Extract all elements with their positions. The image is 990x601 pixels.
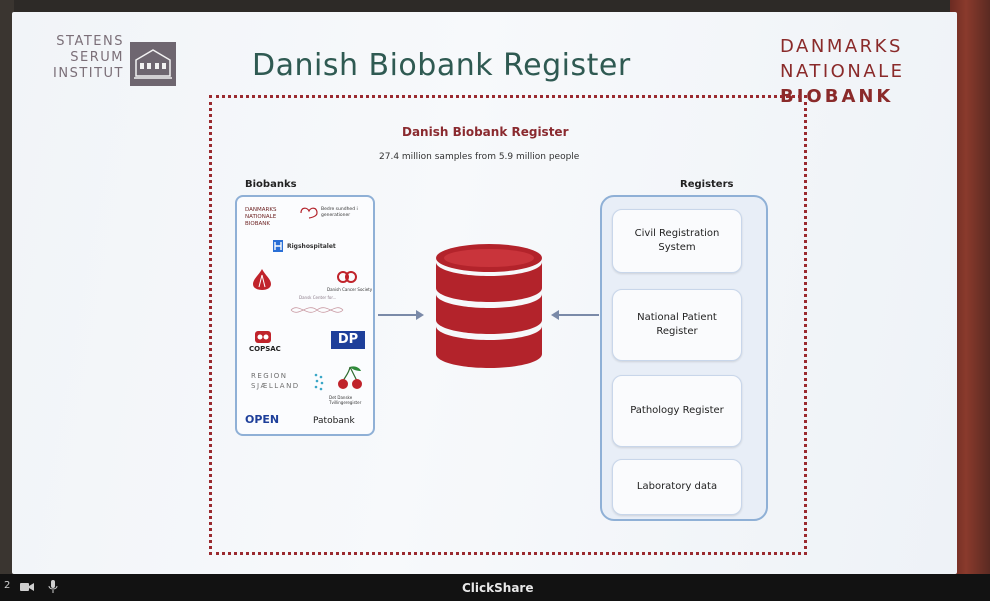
dnb-line-2: NATIONALE <box>780 61 905 82</box>
camera-icon[interactable] <box>20 582 34 592</box>
copsac-icon <box>255 331 271 343</box>
register-laboratory-data: Laboratory data <box>612 459 742 515</box>
biobank-logo-patobank: Patobank <box>313 416 355 426</box>
building-icon <box>130 42 176 86</box>
database-icon <box>436 244 542 368</box>
ssi-line-1: STATENS <box>56 34 124 49</box>
register-civil-registration: Civil Registration System <box>612 209 742 273</box>
biobank-logo-open: OPEN <box>245 413 280 426</box>
ssi-logo-text: STATENS SERUM INSTITUT <box>32 34 124 82</box>
register-pathology: Pathology Register <box>612 375 742 447</box>
diagram-frame <box>209 95 807 555</box>
biobank-logo-twin-register: Det Danske Tvillingeregister <box>329 395 362 405</box>
cherries-icon <box>338 366 362 389</box>
ssi-line-2: SERUM <box>70 50 124 65</box>
presentation-slide: STATENS SERUM INSTITUT Danish Biobank Re… <box>12 12 957 574</box>
region-dots-icon <box>314 373 324 391</box>
dna-strand-icon <box>290 307 344 313</box>
diagram-heading: Danish Biobank Register <box>402 125 569 139</box>
rigshospitalet-icon <box>273 240 283 252</box>
cancer-society-icon <box>337 271 357 283</box>
wall-left <box>0 0 14 601</box>
biobank-logo-dp: DP <box>331 331 365 349</box>
registers-panel: Civil Registration System National Patie… <box>600 195 768 521</box>
biobanks-label: Biobanks <box>245 179 297 190</box>
biobanks-panel: DANMARKS NATIONALE BIOBANK Bedre sundhed… <box>235 195 375 436</box>
biobank-logo-dnb: DANMARKS NATIONALE BIOBANK <box>245 207 277 227</box>
slide-title: Danish Biobank Register <box>252 48 631 83</box>
registers-label: Registers <box>680 179 734 190</box>
dnb-line-3: BIOBANK <box>780 86 894 107</box>
register-national-patient: National Patient Register <box>612 289 742 361</box>
heart-logo-icon <box>300 207 318 219</box>
participant-count: 2 <box>4 580 11 591</box>
biobank-logo-cancer-society: Danish Cancer Society <box>327 287 373 292</box>
clickshare-brand: ClickShare <box>462 581 534 595</box>
microphone-icon[interactable] <box>48 580 58 594</box>
biobank-logo-generations: Bedre sundhed i generationer <box>321 207 358 218</box>
dnb-logo: DANMARKS NATIONALE BIOBANK <box>780 34 920 109</box>
biobank-logo-region-sjaelland: REGION SJÆLLAND <box>251 372 300 390</box>
dnb-line-1: DANMARKS <box>780 36 903 57</box>
diagram-subheading: 27.4 million samples from 5.9 million pe… <box>379 152 580 162</box>
biobank-logo-rigshospitalet: Rigshospitalet <box>287 243 336 250</box>
wall-top <box>0 0 990 14</box>
ssi-logo: STATENS SERUM INSTITUT <box>32 34 176 94</box>
ssi-line-3: INSTITUT <box>53 66 124 81</box>
arrow-registers-to-db <box>551 310 599 320</box>
biobank-logo-dansk-center: Dansk Center for... <box>299 295 337 300</box>
biobank-logo-copsac: COPSAC <box>249 345 281 353</box>
arrow-biobanks-to-db <box>378 310 424 320</box>
blood-drop-icon <box>253 269 271 290</box>
clickshare-bar: 2 ClickShare <box>0 574 990 601</box>
